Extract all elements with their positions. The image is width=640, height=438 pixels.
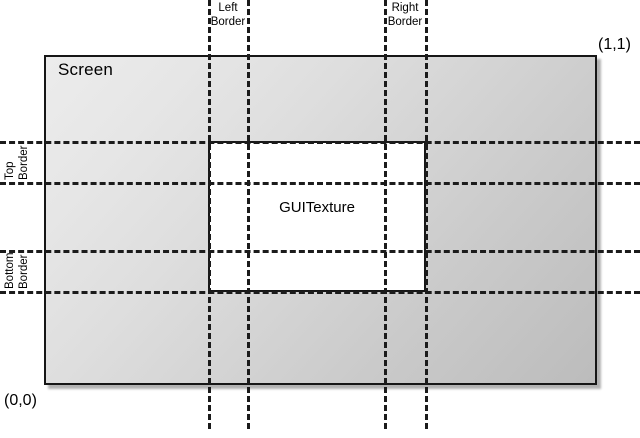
left-border-label-line1: Left	[218, 2, 238, 14]
guide-vline-left-border-inner	[208, 0, 211, 429]
bottom-border-label-line1: Bottom	[4, 252, 16, 289]
top-border-label: Top Border	[3, 145, 31, 180]
right-border-label-line2: Border	[387, 16, 423, 28]
top-border-label-line2: Border	[18, 145, 30, 180]
right-border-label: Right Border	[375, 1, 435, 29]
guide-vline-right-border-inner	[384, 0, 387, 429]
coordinate-label-top-right: (1,1)	[598, 36, 631, 53]
bottom-border-label: Bottom Border	[3, 253, 31, 289]
right-border-label-line1: Right	[391, 2, 419, 14]
left-border-label: Left Border	[198, 1, 258, 29]
top-border-label-line1: Top	[4, 161, 16, 180]
guitexture-label: GUITexture	[279, 199, 355, 216]
guide-hline-top-border-outer	[0, 141, 640, 144]
bottom-border-label-line2: Border	[18, 254, 30, 289]
guide-hline-bottom-border-outer	[0, 291, 640, 294]
guide-vline-left-border-outer	[247, 0, 250, 429]
guide-vline-right-border-outer	[425, 0, 428, 429]
guitexture-rect	[208, 141, 426, 292]
guide-hline-top-border-inner	[0, 182, 640, 185]
coordinate-label-bottom-left: (0,0)	[4, 392, 37, 409]
screen-label: Screen	[58, 60, 114, 79]
guide-hline-bottom-border-inner	[0, 250, 640, 253]
left-border-label-line2: Border	[210, 16, 246, 28]
